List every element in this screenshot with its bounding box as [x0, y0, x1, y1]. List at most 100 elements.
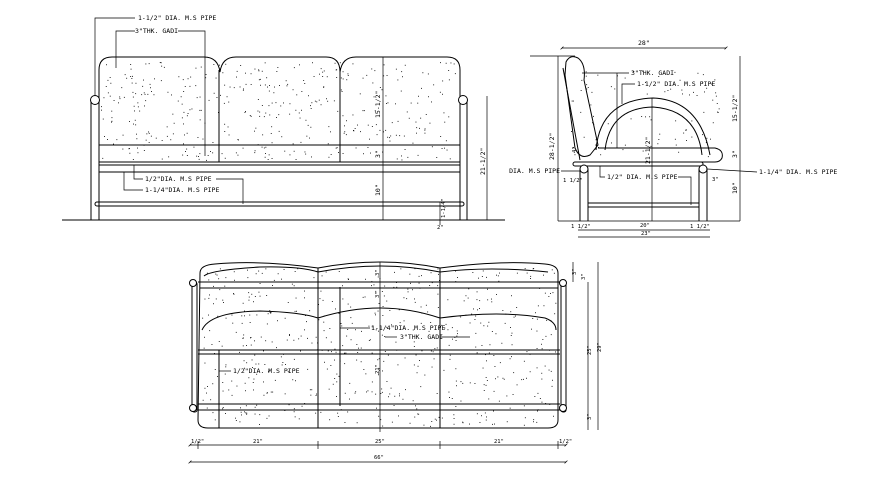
stipple-dot — [240, 411, 242, 413]
stipple-dot — [482, 367, 484, 369]
stipple-dot — [103, 97, 105, 99]
stipple-dot — [386, 326, 388, 328]
stipple-dot — [284, 317, 286, 319]
stipple-dot — [259, 414, 261, 416]
stipple-dot — [212, 142, 214, 143]
stipple-dot — [198, 158, 200, 160]
stipple-dot — [350, 339, 352, 341]
stipple-dot — [420, 306, 422, 308]
stipple-dot — [222, 72, 224, 74]
stipple-dot — [305, 315, 306, 316]
stipple-dot — [111, 120, 113, 122]
stipple-dot — [148, 131, 149, 133]
stipple-dot — [328, 126, 330, 128]
stipple-dot — [350, 317, 352, 319]
stipple-dot — [362, 77, 364, 79]
stipple-dot — [141, 94, 143, 96]
stipple-dot — [486, 276, 487, 278]
stipple-dot — [511, 295, 512, 297]
stipple-dot — [352, 114, 354, 116]
stipple-dot — [259, 111, 261, 113]
stipple-dot — [216, 97, 218, 98]
stipple-dot — [195, 85, 197, 87]
stipple-dot — [378, 369, 380, 371]
stipple-dot — [207, 155, 209, 156]
stipple-dot — [650, 145, 652, 147]
stipple-dot — [258, 270, 260, 272]
stipple-dot — [309, 137, 310, 139]
stipple-dot — [367, 390, 369, 392]
stipple-dot — [246, 413, 248, 415]
stipple-dot — [458, 315, 460, 317]
stipple-dot — [266, 77, 268, 79]
stipple-dot — [186, 148, 188, 150]
stipple-dot — [488, 352, 490, 354]
stipple-dot — [487, 288, 488, 290]
stipple-dot — [235, 152, 237, 154]
stipple-dot — [479, 300, 481, 302]
stipple-dot — [307, 124, 309, 126]
stipple-dot — [499, 272, 500, 274]
stipple-dot — [528, 349, 530, 351]
stipple-dot — [515, 315, 516, 317]
stipple-dot — [240, 407, 241, 409]
stipple-dot — [389, 310, 391, 311]
stipple-dot — [363, 153, 364, 155]
stipple-dot — [345, 134, 347, 136]
side-back-offset-dim: 4" — [572, 146, 578, 153]
stipple-dot — [342, 78, 344, 80]
stipple-dot — [258, 79, 260, 81]
stipple-dot — [593, 123, 595, 125]
stipple-dot — [379, 404, 381, 406]
stipple-dot — [473, 308, 474, 310]
stipple-dot — [155, 137, 157, 139]
stipple-dot — [401, 159, 403, 161]
stipple-dot — [283, 102, 284, 104]
stipple-dot — [431, 282, 433, 284]
stipple-dot — [252, 367, 253, 368]
stipple-dot — [331, 351, 332, 353]
stipple-dot — [385, 95, 387, 97]
stipple-dot — [485, 419, 487, 421]
stipple-dot — [280, 105, 282, 107]
stipple-dot — [319, 298, 321, 300]
stipple-dot — [293, 285, 295, 287]
stipple-dot — [342, 285, 343, 287]
stipple-dot — [289, 154, 291, 156]
stipple-dot — [495, 333, 497, 335]
stipple-dot — [272, 285, 273, 286]
stipple-dot — [480, 322, 482, 324]
stipple-dot — [208, 279, 210, 281]
stipple-dot — [424, 128, 426, 130]
stipple-dot — [122, 148, 124, 150]
stipple-dot — [300, 141, 302, 143]
plan-left-end-dim: 1/2" — [191, 439, 204, 445]
stipple-dot — [320, 290, 322, 292]
stipple-dot — [178, 76, 180, 78]
stipple-dot — [678, 151, 680, 153]
stipple-dot — [371, 68, 373, 70]
stipple-dot — [254, 406, 256, 408]
stipple-dot — [295, 109, 297, 111]
stipple-dot — [572, 100, 574, 102]
stipple-dot — [475, 346, 477, 348]
stipple-dot — [499, 362, 501, 364]
stipple-dot — [595, 139, 597, 141]
stipple-dot — [181, 103, 183, 105]
stipple-dot — [598, 147, 599, 148]
stipple-dot — [396, 349, 398, 351]
plan-overall-depth-dim: 29" — [597, 342, 603, 352]
stipple-dot — [212, 152, 214, 154]
stipple-dot — [427, 311, 429, 313]
stipple-dot — [453, 414, 455, 416]
stipple-dot — [503, 378, 505, 380]
stipple-dot — [574, 154, 576, 156]
stipple-texture — [202, 268, 557, 427]
stipple-dot — [338, 375, 340, 377]
stipple-dot — [245, 72, 246, 74]
stipple-dot — [226, 96, 228, 98]
stipple-dot — [268, 154, 270, 156]
stipple-dot — [529, 353, 531, 355]
stipple-dot — [402, 76, 403, 78]
